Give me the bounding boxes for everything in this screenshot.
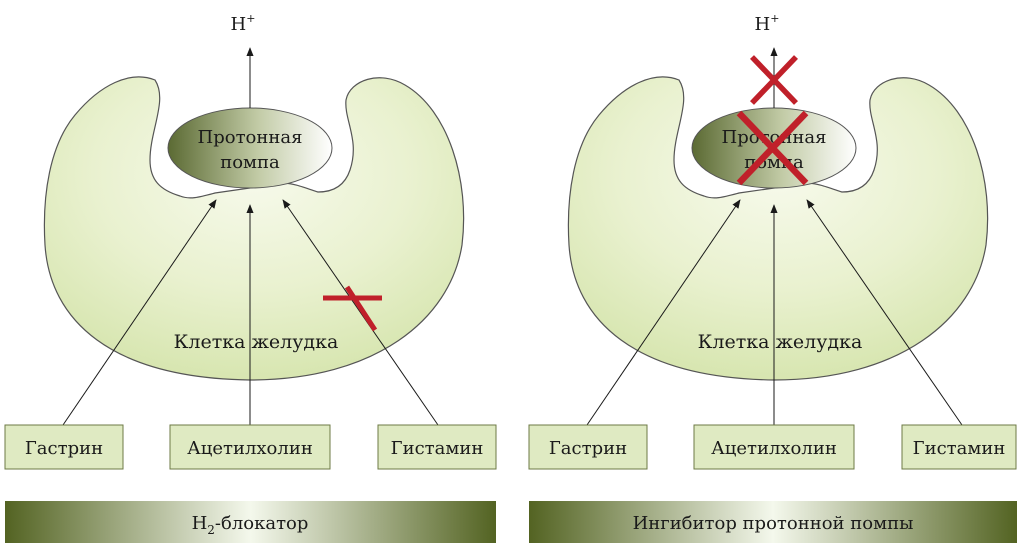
proton-label: H+ [231, 12, 256, 35]
drug-bar-label: Ингибитор протонной помпы [633, 513, 914, 534]
stimulus-acetylcholine-label: Ацетилхолин [711, 438, 837, 459]
stimulus-gastrin-label: Гастрин [25, 438, 103, 459]
pump-label-line1: Протонная [198, 127, 303, 148]
proton-pump [168, 108, 332, 188]
stimulus-acetylcholine-label: Ацетилхолин [187, 438, 313, 459]
panel-right: Протонная помпа H+ Клетка желудка Гастри… [529, 12, 1017, 543]
stimulus-histamine-label: Гистамин [913, 438, 1006, 459]
pump-label-line2: помпа [220, 152, 280, 173]
proton-label: H+ [755, 12, 780, 35]
panel-left: Протонная помпа H+ Клетка желудка Гастри… [5, 12, 496, 543]
stimulus-gastrin-label: Гастрин [549, 438, 627, 459]
cell-label: Клетка желудка [698, 331, 863, 353]
cell-label: Клетка желудка [174, 331, 339, 353]
stimulus-histamine-label: Гистамин [391, 438, 484, 459]
